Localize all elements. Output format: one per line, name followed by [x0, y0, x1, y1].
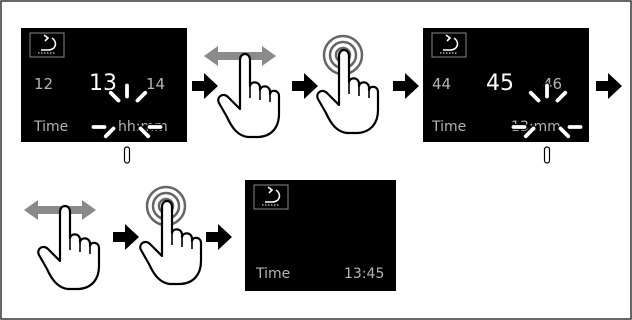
hour-prev: 12 [34, 75, 53, 93]
time-label: Time [33, 119, 68, 135]
time-label: Time [431, 119, 466, 135]
display-panel-hours: 12 13 14 Time hh:mm [21, 28, 187, 164]
time-value: 13:45 [344, 266, 384, 282]
back-button[interactable] [253, 184, 289, 210]
back-button[interactable] [29, 32, 65, 58]
back-arrow-icon [440, 34, 459, 54]
back-arrow-icon [38, 34, 57, 54]
double-tap-icon [139, 185, 203, 286]
back-button[interactable] [431, 32, 467, 58]
double-tap-icon [316, 34, 380, 135]
hour-next: 14 [146, 75, 165, 93]
display-panel-result: Time 13:45 [245, 180, 396, 291]
minute-current: 45 [486, 71, 514, 96]
time-label: Time [255, 266, 290, 282]
swipe-left-right-icon [204, 46, 281, 139]
minute-prev: 44 [432, 75, 451, 93]
swipe-left-right-icon [24, 200, 101, 291]
display-panel-minutes: 44 45 46 Time 13:mm [423, 28, 589, 164]
back-arrow-icon [262, 186, 281, 206]
